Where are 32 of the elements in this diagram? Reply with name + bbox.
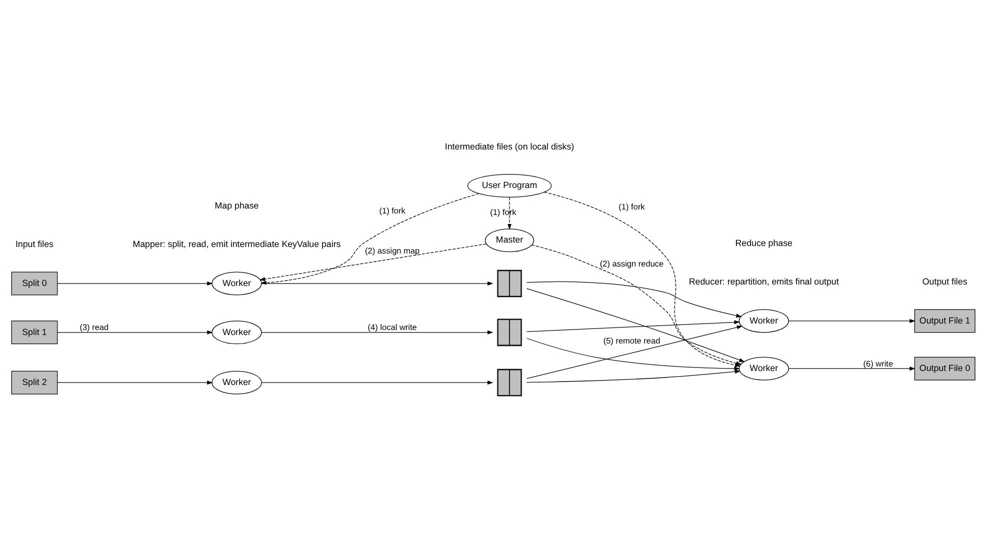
node-box: Split 1 — [11, 320, 58, 344]
node-box: Split 0 — [11, 271, 58, 295]
node-box: Output File 1 — [914, 308, 976, 332]
arrow — [788, 318, 916, 322]
arrow — [788, 366, 916, 370]
label: Reducer: repartition, emits final output — [688, 276, 839, 286]
arrow — [57, 330, 213, 334]
node-ellipse: Worker — [212, 320, 262, 344]
arrow — [57, 380, 213, 384]
node-ellipse: User Program — [467, 173, 552, 197]
label: Intermediate files (on local disks) — [444, 140, 574, 151]
label: Output files — [922, 276, 968, 286]
node-ellipse: Worker — [212, 370, 262, 394]
arrow — [261, 330, 494, 334]
label: Mapper: split, read, emit intermediate KeyValue pairs — [132, 238, 341, 249]
node-box: Output File 0 — [914, 356, 976, 380]
label: Input files — [15, 238, 54, 249]
label: Reduce phase — [735, 237, 792, 248]
arrow — [261, 380, 494, 384]
arrow — [526, 369, 741, 382]
node-ellipse: Worker — [738, 308, 789, 332]
node-ellipse: Worker — [212, 271, 262, 295]
node-ellipse: Master — [484, 228, 534, 252]
arrow — [57, 281, 213, 286]
arrow — [526, 280, 742, 318]
arrow — [526, 288, 745, 362]
arrow — [526, 320, 740, 332]
arrow — [532, 244, 742, 365]
arrow — [508, 196, 512, 230]
arrow — [259, 243, 487, 281]
node-box: Split 2 — [11, 370, 58, 394]
label: Map phase — [214, 200, 259, 210]
